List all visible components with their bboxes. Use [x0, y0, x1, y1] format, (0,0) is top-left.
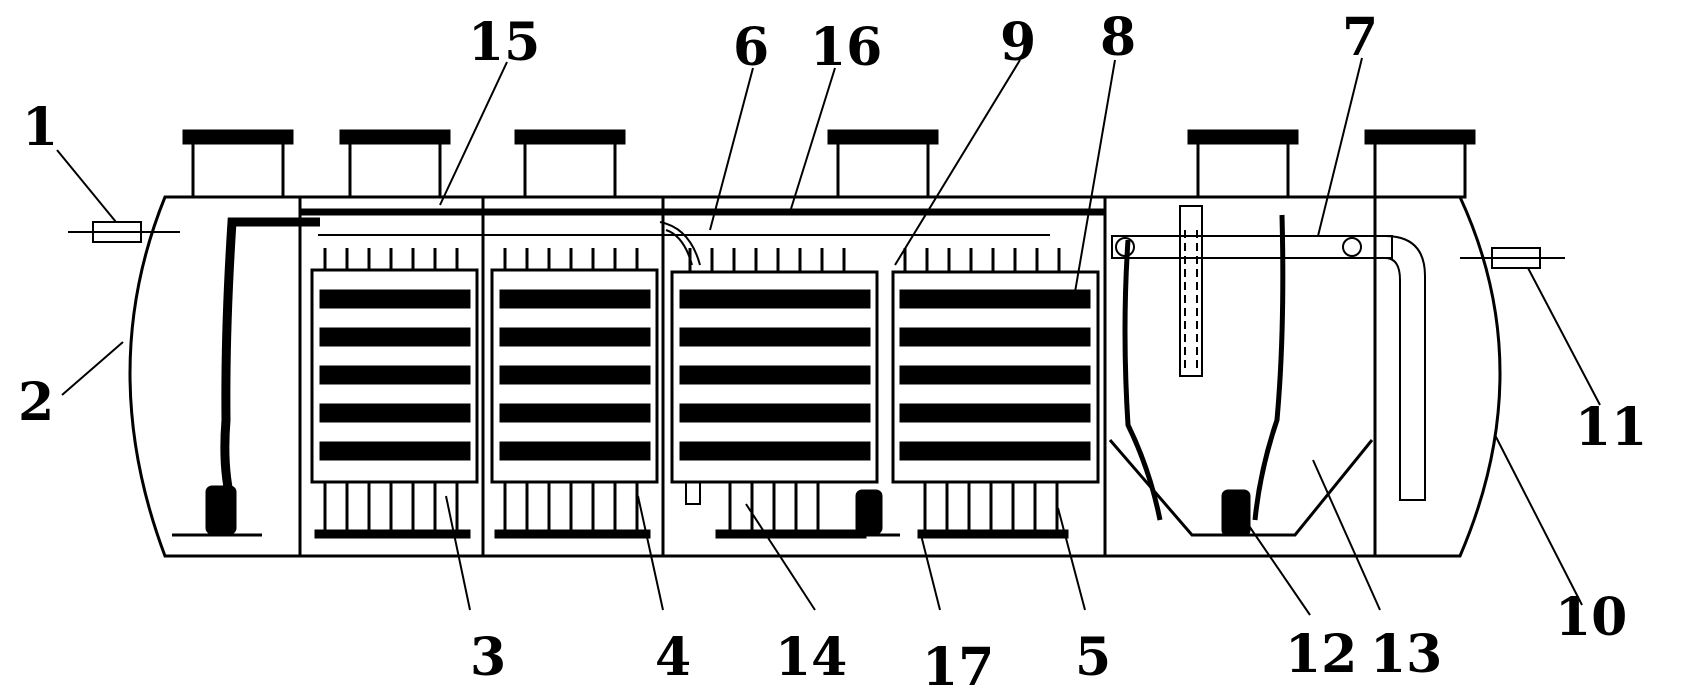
bent-pipe-6 — [659, 221, 701, 266]
label-15: 15 — [468, 12, 540, 73]
label-10: 10 — [1555, 587, 1627, 648]
label-3: 3 — [470, 627, 506, 688]
top-pipes — [300, 208, 1105, 266]
media-bars-bottom-3 — [715, 482, 867, 539]
outlet-pipe — [1460, 247, 1565, 269]
manhole-riser-5 — [1187, 129, 1299, 199]
label-7: 7 — [1342, 7, 1378, 68]
manhole-riser-3 — [514, 129, 626, 199]
media-bars-bottom-4 — [917, 482, 1069, 539]
number-labels: 1 2 3 4 5 6 7 8 9 10 11 12 13 14 15 16 1… — [18, 7, 1647, 693]
media-bars-top-3 — [688, 248, 846, 272]
label-9: 9 — [1000, 12, 1036, 73]
label-2: 2 — [18, 372, 54, 433]
pipe-7 — [1111, 235, 1426, 501]
settling-chamber — [1108, 214, 1374, 537]
media-rows-1 — [319, 289, 471, 461]
label-8: 8 — [1100, 7, 1136, 68]
manhole-risers — [182, 129, 1476, 199]
media-module-1 — [310, 248, 479, 539]
partitions — [298, 197, 1377, 556]
pump-3 — [1221, 489, 1251, 537]
label-17: 17 — [922, 637, 994, 693]
label-1: 1 — [22, 97, 58, 158]
media-module-2 — [490, 248, 659, 539]
inlet-pipe — [68, 221, 180, 243]
vertical-pipe — [1179, 205, 1203, 377]
media-bars-top-2 — [503, 248, 639, 270]
pump-2 — [820, 489, 900, 537]
tank-body — [128, 195, 1502, 558]
manhole-riser-1 — [182, 129, 294, 199]
label-13: 13 — [1370, 624, 1442, 685]
media-bars-top-4 — [903, 248, 1061, 272]
media-bars-top-1 — [323, 248, 459, 270]
media-rows-3 — [679, 289, 871, 461]
label-14: 14 — [775, 627, 847, 688]
leader-lines — [56, 57, 1601, 616]
media-module-3 — [670, 248, 879, 539]
label-16: 16 — [810, 17, 882, 78]
small-fitting — [685, 481, 701, 505]
media-bars-bottom-2 — [494, 482, 651, 539]
label-12: 12 — [1285, 624, 1357, 685]
manhole-riser-2 — [339, 129, 451, 199]
media-module-4 — [891, 248, 1100, 539]
manhole-riser-6 — [1364, 129, 1476, 199]
pump-1 — [205, 485, 237, 535]
media-rows-4 — [899, 289, 1091, 461]
label-11: 11 — [1575, 397, 1647, 458]
manhole-riser-4 — [827, 129, 939, 199]
label-5: 5 — [1075, 627, 1111, 688]
label-4: 4 — [655, 627, 691, 688]
media-bars-bottom-1 — [314, 482, 471, 539]
media-rows-2 — [499, 289, 651, 461]
tank-outline — [128, 195, 1502, 558]
label-6: 6 — [733, 17, 769, 78]
first-chamber-pipe — [172, 217, 320, 537]
